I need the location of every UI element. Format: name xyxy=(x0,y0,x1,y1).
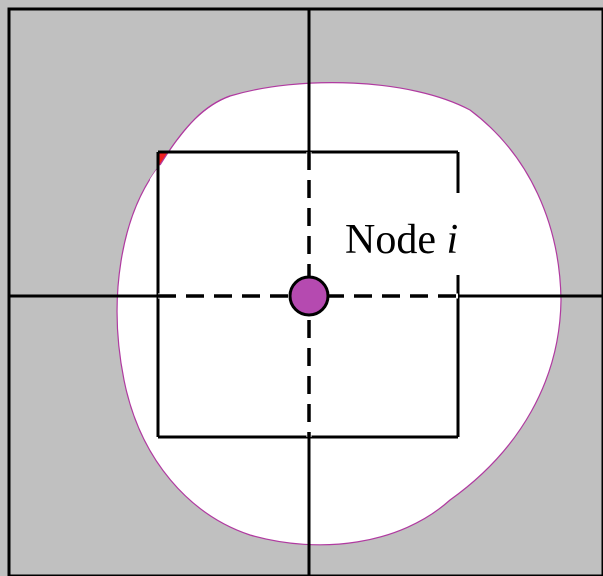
node-label-index: i xyxy=(446,217,458,263)
support-domain xyxy=(116,82,562,546)
node-point xyxy=(288,275,330,317)
outer-frame xyxy=(7,7,603,576)
node-label: Node i xyxy=(345,217,458,263)
node-label-prefix: Node xyxy=(345,217,446,263)
